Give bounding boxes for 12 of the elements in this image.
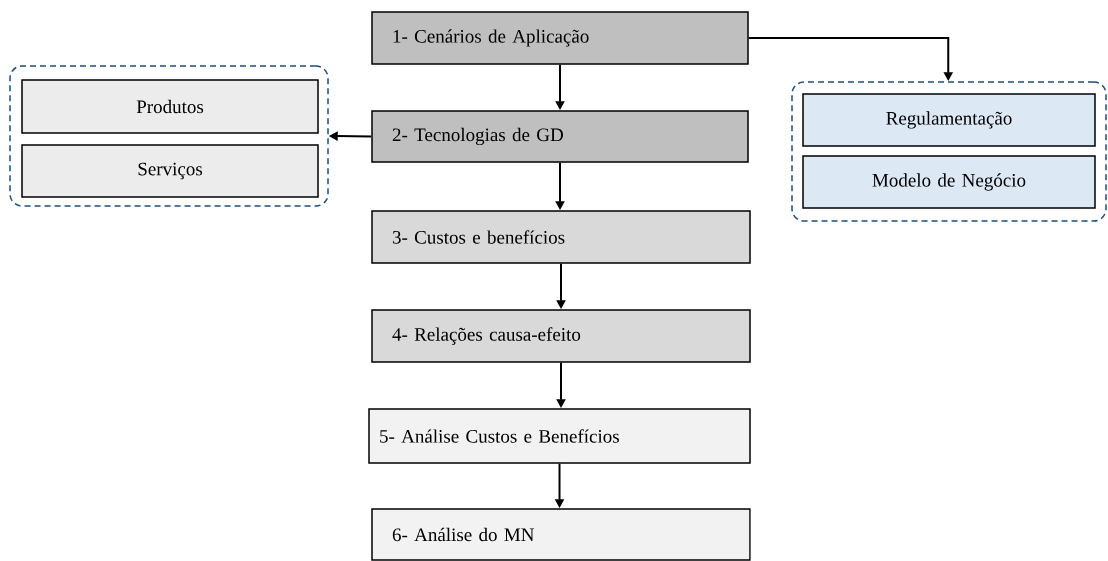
- group-frame: [791, 81, 1107, 222]
- group-frame: [9, 65, 329, 207]
- item-box: Regulamentação: [802, 93, 1096, 147]
- process-box: 1- Cenários de Aplicação: [371, 11, 749, 65]
- process-box: 5- Análise Custos e Benefícios: [368, 408, 751, 464]
- process-box: 2- Tecnologias de GD: [371, 110, 749, 163]
- item-box: Serviços: [21, 144, 319, 198]
- item-box: Produtos: [21, 79, 319, 134]
- process-box: 6- Análise do MN: [371, 508, 751, 561]
- process-box: 3- Custos e benefícios: [371, 210, 751, 264]
- item-box: Modelo de Negócio: [802, 155, 1096, 209]
- process-box: 4- Relações causa-efeito: [371, 309, 751, 363]
